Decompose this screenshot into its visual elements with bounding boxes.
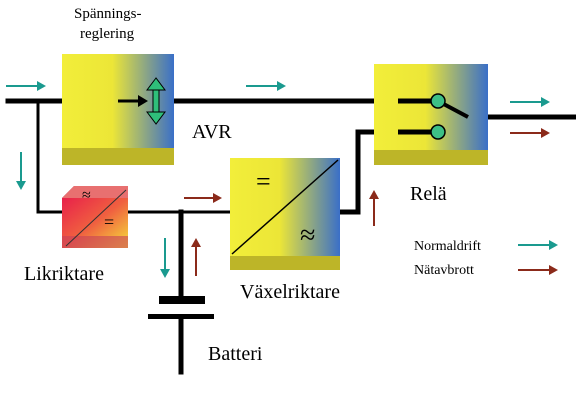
rectifier-dc-symbol: = — [104, 212, 114, 232]
legend-outage-label: Nätavbrott — [414, 263, 474, 278]
legend-outage-arrow — [518, 265, 558, 275]
legend-normal-arrow — [518, 240, 558, 250]
avr-block — [62, 54, 174, 165]
inverter-dc-symbol: = — [256, 167, 271, 196]
rectifier-block: ≈ = — [62, 186, 128, 248]
voltage-regulation-label-line1: Spännings- — [74, 6, 142, 22]
legend-normal-label: Normaldrift — [414, 239, 481, 254]
rectifier-ac-symbol: ≈ — [82, 187, 91, 204]
battery-plate-thick — [159, 296, 205, 304]
normal-arrow-battery-down — [160, 238, 170, 278]
regulation-double-arrow-icon — [146, 77, 166, 125]
relay-label: Relä — [410, 183, 447, 205]
relay-block — [374, 64, 488, 165]
inverter-block: = ≈ — [230, 158, 340, 270]
rectifier-feed-wire — [36, 99, 68, 214]
outage-arrow-dc-bus — [184, 193, 222, 203]
normal-arrow-input — [6, 81, 46, 91]
relay-contact-bottom-dot — [430, 124, 446, 140]
outage-flow-arrows — [184, 128, 558, 276]
normal-arrow-avr-out — [246, 81, 286, 91]
inverter-ac-symbol: ≈ — [300, 220, 315, 251]
relay-contact-top-dot — [430, 93, 446, 109]
battery-plate-long — [148, 314, 214, 319]
outage-arrow-battery-up — [191, 238, 201, 276]
voltage-regulation-label-line2: reglering — [80, 26, 135, 42]
rectifier-label: Likriktare — [24, 263, 104, 285]
avr-label: AVR — [192, 121, 232, 143]
avr-arrow-head — [138, 95, 148, 107]
normal-flow-arrows — [6, 81, 558, 278]
battery-label: Batteri — [208, 343, 263, 365]
normal-arrow-relay-out — [510, 97, 550, 107]
normal-arrow-rectifier-down — [16, 152, 26, 190]
outage-arrow-inverter-up — [369, 190, 379, 226]
inverter-label: Växelriktare — [240, 281, 340, 303]
battery-symbol — [148, 296, 214, 319]
outage-arrow-relay-out — [510, 128, 550, 138]
